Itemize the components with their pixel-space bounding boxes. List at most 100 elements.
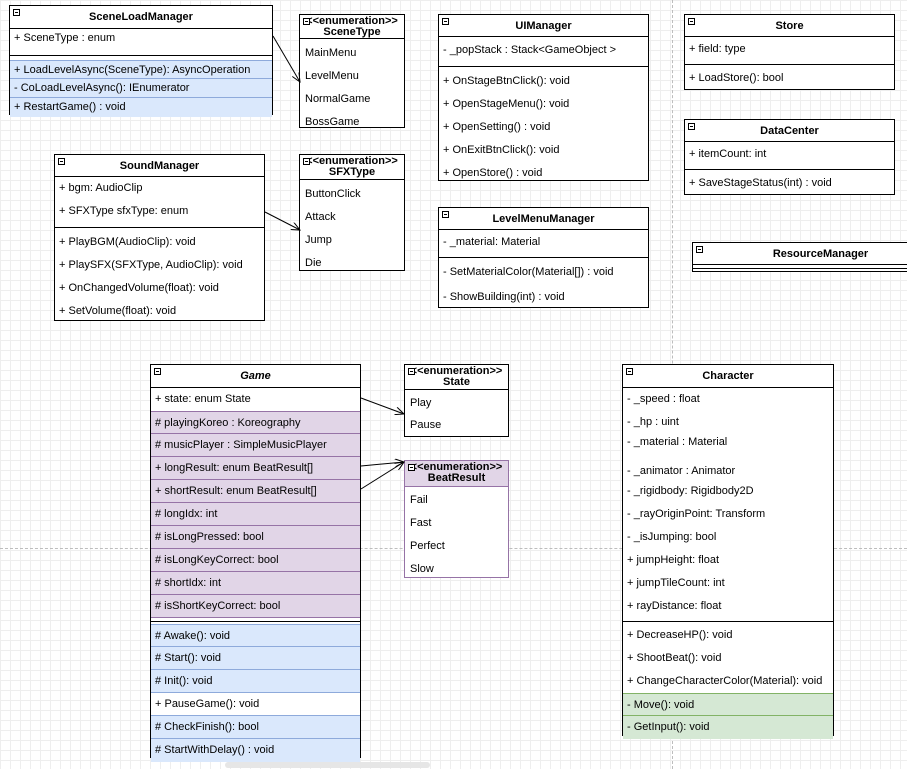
collapse-icon[interactable] xyxy=(688,123,695,130)
enum-value[interactable]: MainMenu xyxy=(305,47,357,59)
enum-scenetype[interactable]: <<enumeration>> SceneType MainMenu Level… xyxy=(299,14,405,128)
method-row[interactable]: - SetMaterialColor(Material[]) : void xyxy=(443,266,614,278)
enum-value[interactable]: Jump xyxy=(305,234,332,246)
class-uimanager[interactable]: UIManager - _popStack : Stack<GameObject… xyxy=(438,14,649,181)
collapse-icon[interactable] xyxy=(154,368,161,375)
attribute-row[interactable]: + jumpTileCount: int xyxy=(627,577,725,589)
method-row[interactable]: # Start(): void xyxy=(151,647,360,670)
enum-value[interactable]: Perfect xyxy=(410,540,445,552)
method-row[interactable]: + LoadLevelAsync(SceneType): AsyncOperat… xyxy=(10,60,272,79)
class-title: DataCenter xyxy=(760,125,819,137)
class-title: Game xyxy=(240,370,271,382)
method-row[interactable]: + OpenStageMenu(): void xyxy=(443,98,570,110)
enum-value[interactable]: Fast xyxy=(410,517,432,529)
collapse-icon[interactable] xyxy=(13,9,20,16)
attribute-row[interactable]: # longIdx: int xyxy=(151,503,360,526)
method-row[interactable]: # StartWithDelay() : void xyxy=(151,739,360,762)
class-datacenter[interactable]: DataCenter + itemCount: int + SaveStageS… xyxy=(684,119,895,195)
method-row[interactable]: # Awake(): void xyxy=(151,624,360,647)
method-row[interactable]: - GetInput(): void xyxy=(623,716,833,739)
method-row[interactable]: + DecreaseHP(): void xyxy=(627,629,733,641)
enum-title: SceneType xyxy=(323,26,381,38)
enum-beatresult[interactable]: <<enumeration>> BeatResult Fail Fast Per… xyxy=(404,460,509,578)
attribute-row[interactable]: + jumpHeight: float xyxy=(627,554,720,566)
attribute-row[interactable]: - _speed : float xyxy=(627,393,700,405)
method-row[interactable]: + OnChangedVolume(float): void xyxy=(59,282,219,294)
enum-stereotype: <<enumeration>> xyxy=(306,155,398,167)
enum-value[interactable]: Attack xyxy=(305,211,336,223)
method-row[interactable]: + PauseGame(): void xyxy=(151,693,360,716)
method-row[interactable]: # CheckFinish(): bool xyxy=(151,716,360,739)
collapse-icon[interactable] xyxy=(303,18,310,25)
enum-value[interactable]: ButtonClick xyxy=(305,188,361,200)
attribute-row[interactable]: + itemCount: int xyxy=(689,148,767,160)
attribute-row[interactable]: - _rigidbody: Rigidbody2D xyxy=(627,485,754,497)
collapse-icon[interactable] xyxy=(626,368,633,375)
enum-sfxtype[interactable]: <<enumeration>> SFXType ButtonClick Atta… xyxy=(299,154,405,271)
method-row[interactable]: + ChangeCharacterColor(Material): void xyxy=(627,675,823,687)
enum-value[interactable]: BossGame xyxy=(305,116,360,128)
collapse-icon[interactable] xyxy=(442,211,449,218)
attribute-row[interactable]: + rayDistance: float xyxy=(627,600,722,612)
enum-state[interactable]: <<enumeration>> State Play Pause xyxy=(404,364,509,437)
enum-value[interactable]: Die xyxy=(305,257,322,269)
class-resourcemanager[interactable]: ResourceManager xyxy=(692,242,907,272)
method-row[interactable]: # Init(): void xyxy=(151,670,360,693)
attribute-row[interactable]: + shortResult: enum BeatResult[] xyxy=(151,480,360,503)
collapse-icon[interactable] xyxy=(442,18,449,25)
attribute-row[interactable]: # isLongPressed: bool xyxy=(151,526,360,549)
method-row[interactable]: - CoLoadLevelAsync(): IEnumerator xyxy=(10,79,272,98)
attribute-row[interactable]: + state: enum State xyxy=(155,393,251,405)
attribute-row[interactable]: + field: type xyxy=(689,43,746,55)
method-row[interactable]: + PlayBGM(AudioClip): void xyxy=(59,236,196,248)
collapse-icon[interactable] xyxy=(688,18,695,25)
collapse-icon[interactable] xyxy=(58,158,65,165)
method-row[interactable]: - ShowBuilding(int) : void xyxy=(443,291,565,303)
class-sceneloadmanager[interactable]: SceneLoadManager + SceneType : enum + Lo… xyxy=(9,5,273,117)
enum-value[interactable]: NormalGame xyxy=(305,93,371,105)
method-row[interactable]: + OpenSetting() : void xyxy=(443,121,551,133)
class-levelmenumanager[interactable]: LevelMenuManager - _material: Material -… xyxy=(438,207,649,308)
collapse-icon[interactable] xyxy=(303,158,310,165)
enum-value[interactable]: Play xyxy=(410,397,432,409)
attribute-row[interactable]: - _hp : uint xyxy=(627,416,679,428)
enum-value[interactable]: Fail xyxy=(410,494,428,506)
class-soundmanager[interactable]: SoundManager + bgm: AudioClip + SFXType … xyxy=(54,154,265,321)
enum-value[interactable]: Slow xyxy=(410,563,434,575)
method-row[interactable]: + LoadStore(): bool xyxy=(689,72,784,84)
attribute-row[interactable]: + SceneType : enum xyxy=(14,32,116,44)
attribute-row[interactable]: - _material: Material xyxy=(443,236,541,248)
method-row[interactable]: + PlaySFX(SFXType, AudioClip): void xyxy=(59,259,243,271)
collapse-icon[interactable] xyxy=(696,246,703,253)
method-row[interactable]: + SaveStageStatus(int) : void xyxy=(689,177,832,189)
attribute-row[interactable]: - _rayOriginPoint: Transform xyxy=(627,508,766,520)
collapse-icon[interactable] xyxy=(408,464,415,471)
enum-value[interactable]: LevelMenu xyxy=(305,70,359,82)
horizontal-scrollbar[interactable] xyxy=(225,762,430,768)
method-row[interactable]: + SetVolume(float): void xyxy=(59,305,177,317)
attribute-row[interactable]: # playingKoreo : Koreography xyxy=(151,411,360,434)
attribute-row[interactable]: - _isJumping: bool xyxy=(627,531,717,543)
class-character[interactable]: Character - _speed : float - _hp : uint … xyxy=(622,364,834,739)
attribute-row[interactable]: # isLongKeyCorrect: bool xyxy=(151,549,360,572)
method-row[interactable]: + OnStageBtnClick(): void xyxy=(443,75,570,87)
attribute-row[interactable]: + bgm: AudioClip xyxy=(59,182,143,194)
enum-value[interactable]: Pause xyxy=(410,419,442,431)
method-row[interactable]: - Move(): void xyxy=(623,693,833,716)
collapse-icon[interactable] xyxy=(408,368,415,375)
class-store[interactable]: Store + field: type + LoadStore(): bool xyxy=(684,14,895,90)
attribute-row[interactable]: # musicPlayer : SimpleMusicPlayer xyxy=(151,434,360,457)
method-row[interactable]: + RestartGame() : void xyxy=(10,98,272,117)
attribute-row[interactable]: + longResult: enum BeatResult[] xyxy=(151,457,360,480)
class-game[interactable]: Game + state: enum State # playingKoreo … xyxy=(150,364,361,762)
attribute-row[interactable]: # isShortKeyCorrect: bool xyxy=(151,595,360,618)
attribute-row[interactable]: + SFXType sfxType: enum xyxy=(59,205,189,217)
enum-title: State xyxy=(443,376,470,388)
attribute-row[interactable]: # shortIdx: int xyxy=(151,572,360,595)
method-row[interactable]: + OnExitBtnClick(): void xyxy=(443,144,560,156)
method-row[interactable]: + ShootBeat(): void xyxy=(627,652,722,664)
method-row[interactable]: + OpenStore() : void xyxy=(443,167,543,179)
attribute-row[interactable]: - _animator : Animator xyxy=(627,465,736,477)
attribute-row[interactable]: - _popStack : Stack<GameObject > xyxy=(443,44,617,56)
attribute-row[interactable]: - _material : Material xyxy=(627,436,728,448)
